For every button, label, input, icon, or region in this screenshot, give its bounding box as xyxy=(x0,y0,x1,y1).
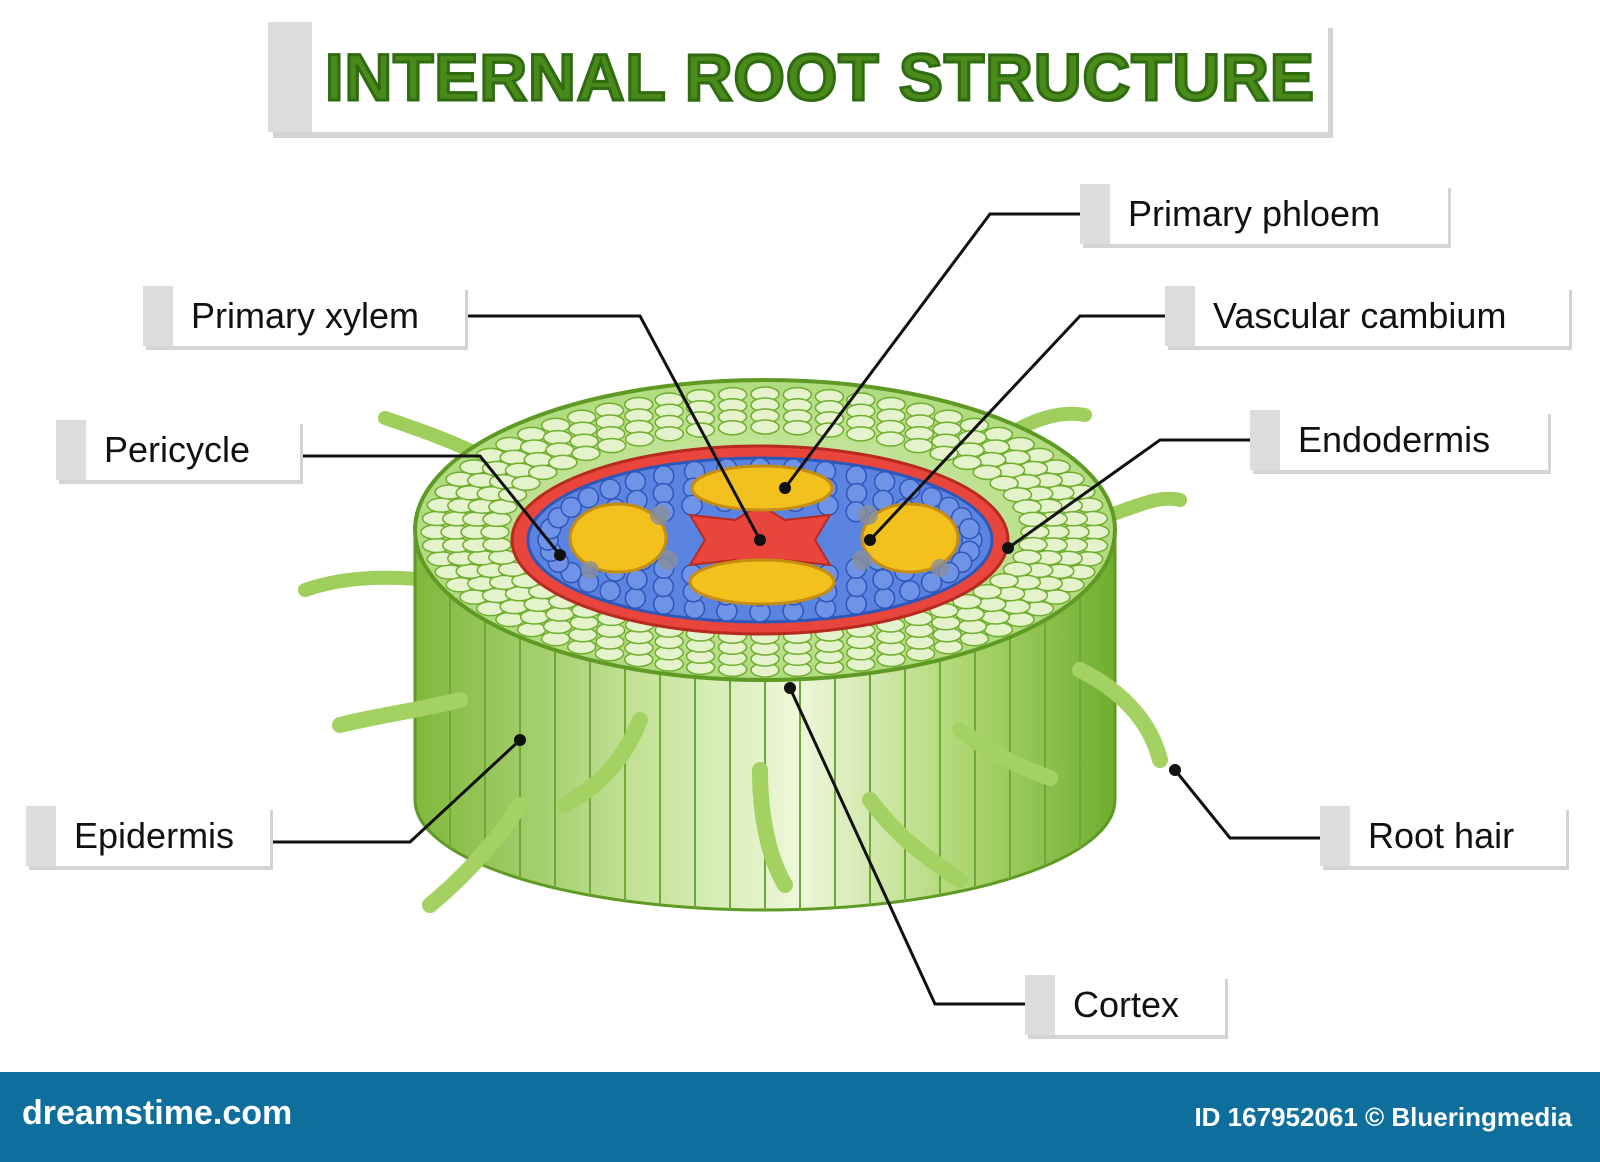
label-cortex-text: Cortex xyxy=(1073,984,1180,1025)
label-epidermis-text: Epidermis xyxy=(74,815,235,856)
diagram-stage: INTERNAL ROOT STRUCTURE Primary phloem P… xyxy=(26,22,1569,1035)
label-primary-xylem: Primary xylem xyxy=(143,286,465,346)
page-title: INTERNAL ROOT STRUCTURE xyxy=(324,39,1316,116)
grey-cell-clusters xyxy=(581,505,949,579)
cortex-cells xyxy=(420,386,1110,678)
label-endodermis: Endodermis xyxy=(1250,410,1548,470)
title-banner: INTERNAL ROOT STRUCTURE xyxy=(268,22,1328,132)
label-primary-phloem: Primary phloem xyxy=(1080,184,1448,244)
footer-bar: dreamstime.com ID 167952061 © Blueringme… xyxy=(0,1072,1600,1162)
label-primary-xylem-text: Primary xylem xyxy=(191,295,420,336)
leader-dots xyxy=(514,482,1181,776)
label-root-hair-text: Root hair xyxy=(1368,815,1515,856)
footer-credit: ID 167952061 © Blueringmedia xyxy=(1194,1102,1572,1132)
label-vascular-cambium: Vascular cambium xyxy=(1165,286,1569,346)
label-pericycle: Pericycle xyxy=(56,420,300,480)
label-epidermis: Epidermis xyxy=(26,806,270,866)
primary-xylem-groups xyxy=(568,464,960,606)
footer-brand[interactable]: dreamstime.com xyxy=(22,1094,293,1132)
epidermis-cell-lines xyxy=(449,595,1081,910)
leader-lines xyxy=(270,212,1320,1006)
label-cortex: Cortex xyxy=(1025,975,1225,1035)
label-endodermis-text: Endodermis xyxy=(1298,419,1491,460)
label-root-hair: Root hair xyxy=(1320,806,1566,866)
label-pericycle-text: Pericycle xyxy=(104,429,251,470)
title-banner-accent xyxy=(268,22,312,132)
root-cross-section-illustration xyxy=(270,212,1320,1006)
label-vascular-cambium-text: Vascular cambium xyxy=(1213,295,1507,336)
root-hairs-front xyxy=(332,662,1168,913)
label-primary-phloem-text: Primary phloem xyxy=(1128,193,1381,234)
